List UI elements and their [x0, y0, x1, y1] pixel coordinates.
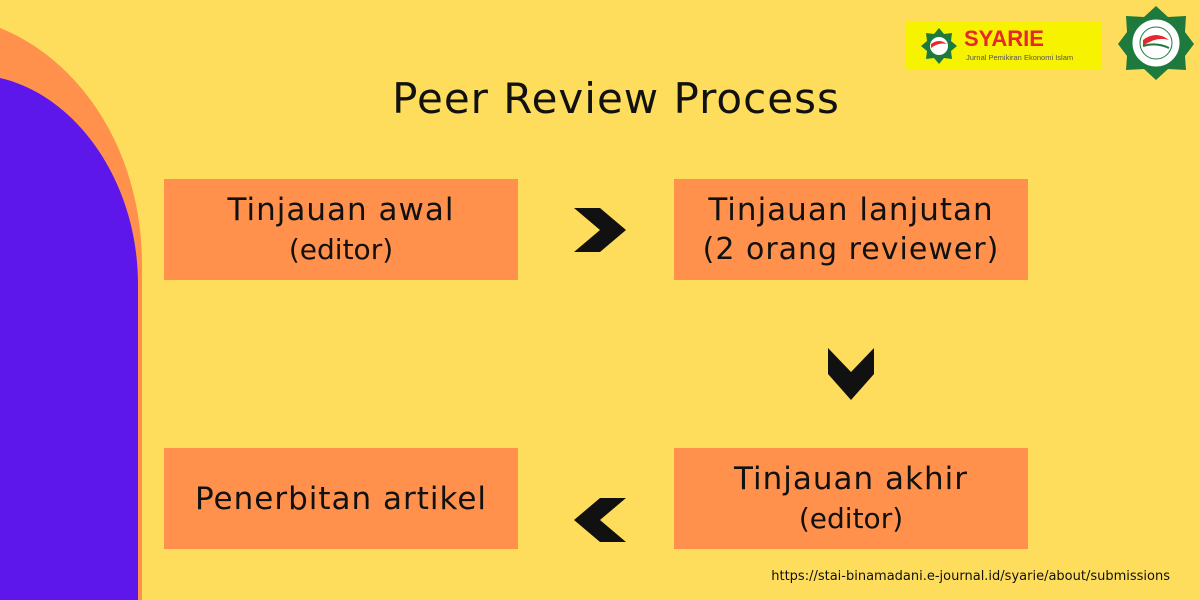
- chevron-right-icon: [574, 208, 626, 252]
- step-sublabel: (editor): [288, 232, 394, 266]
- institution-seal-icon: [1118, 6, 1194, 80]
- logo-name: SYARIE: [964, 26, 1044, 51]
- syarie-emblem-icon: [921, 28, 957, 64]
- step-label: Tinjauan lanjutan: [708, 191, 994, 228]
- page-title: Peer Review Process: [392, 74, 840, 123]
- step-sublabel: (2 orang reviewer): [702, 231, 1000, 267]
- chevron-down-icon: [828, 348, 874, 400]
- step-initial-review: Tinjauan awal (editor): [164, 179, 518, 280]
- step-sublabel: (editor): [798, 501, 904, 535]
- step-label: Tinjauan awal: [227, 191, 455, 228]
- syarie-logo: SYARIE Jurnal Pemikiran Ekonomi Islam: [906, 22, 1102, 70]
- step-label: Penerbitan artikel: [194, 480, 488, 517]
- purple-arc-shape: [0, 78, 138, 600]
- logo-subtitle: Jurnal Pemikiran Ekonomi Islam: [966, 53, 1074, 62]
- step-label: Tinjauan akhir: [734, 460, 968, 497]
- step-publication: Penerbitan artikel: [164, 448, 518, 549]
- step-advanced-review: Tinjauan lanjutan (2 orang reviewer): [674, 179, 1028, 280]
- submission-url: https://stai-binamadani.e-journal.id/sya…: [771, 569, 1170, 584]
- step-final-review: Tinjauan akhir (editor): [674, 448, 1028, 549]
- chevron-left-icon: [574, 498, 626, 542]
